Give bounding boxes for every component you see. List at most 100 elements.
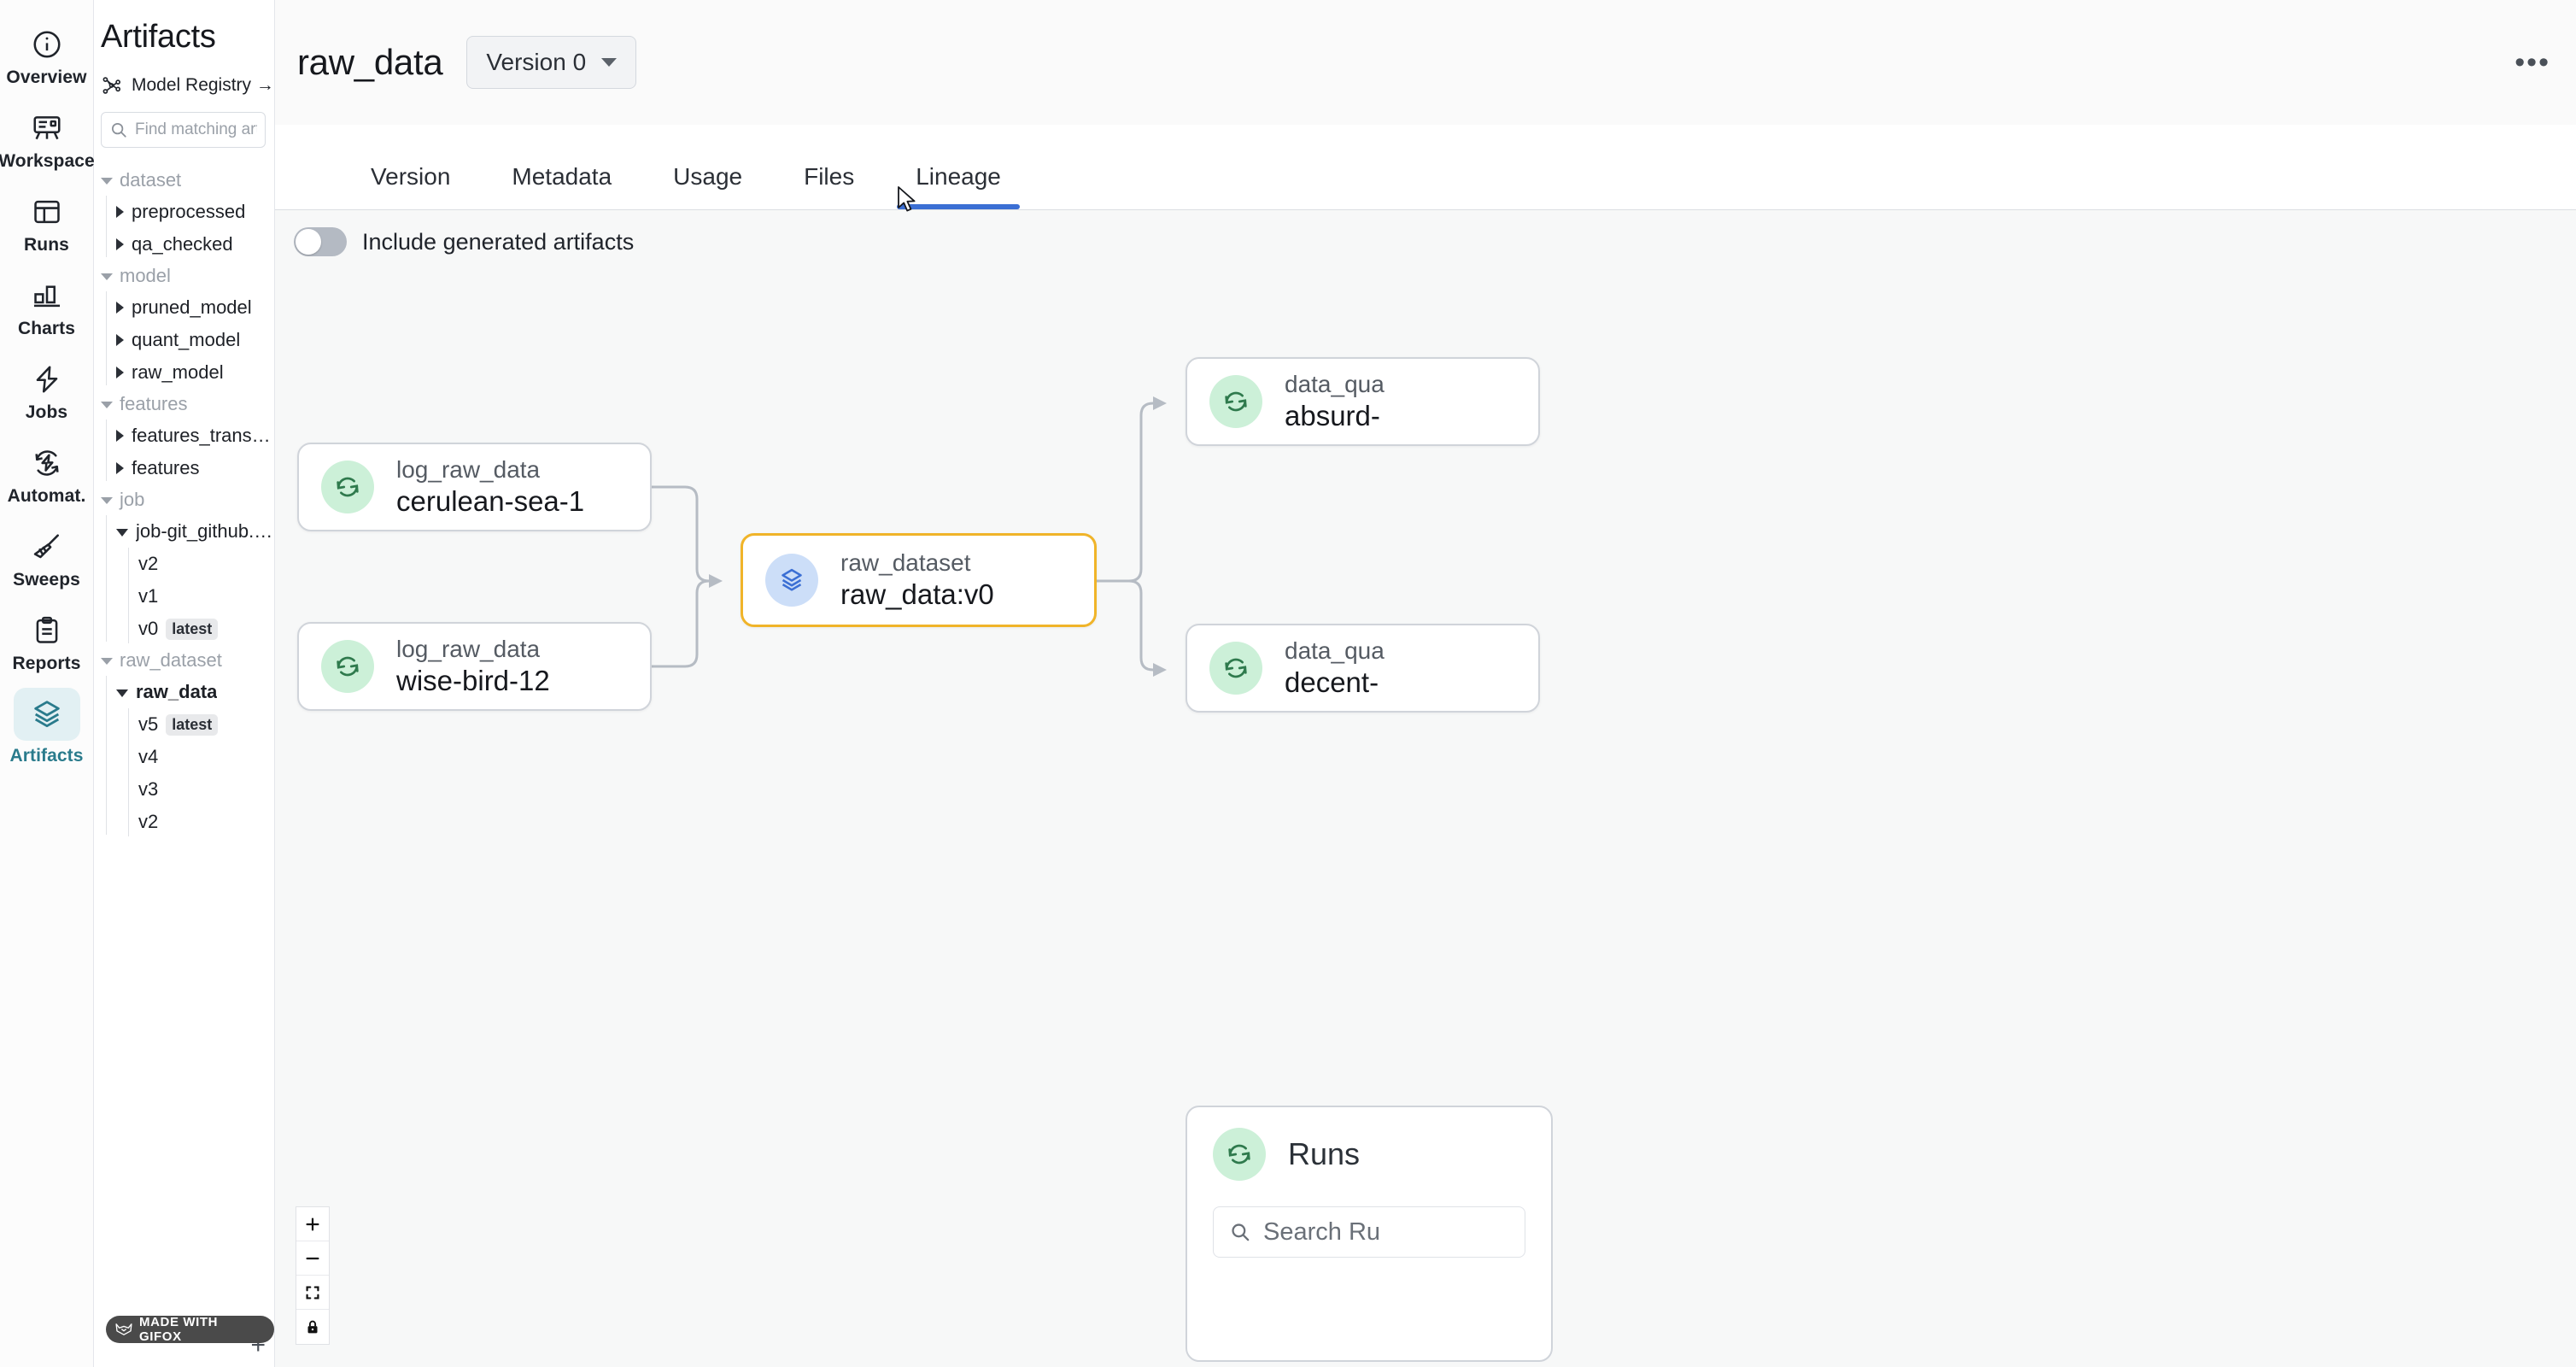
tree-children-dataset: preprocessed qa_checked bbox=[94, 196, 274, 261]
lock-icon[interactable] bbox=[296, 1310, 329, 1344]
sidebar-item-overview[interactable]: Overview bbox=[4, 15, 90, 99]
runs-search-placeholder: Search Ru bbox=[1263, 1217, 1381, 1246]
lineage-node-text: data_qua absurd- bbox=[1285, 371, 1385, 432]
page-title: Artifacts bbox=[101, 19, 216, 55]
tree-group-job[interactable]: job bbox=[94, 484, 274, 515]
lineage-node-decent[interactable]: data_qua decent- bbox=[1186, 624, 1540, 713]
tree-node-raw-data[interactable]: raw_data bbox=[106, 676, 274, 708]
tree-version-item[interactable]: v4 bbox=[128, 741, 274, 773]
tree-version-label: v1 bbox=[138, 585, 159, 607]
tab-version[interactable]: Version bbox=[371, 163, 451, 190]
include-generated-artifacts-toggle[interactable] bbox=[294, 227, 347, 256]
lineage-canvas[interactable]: Include generated artifacts bbox=[275, 210, 2576, 1367]
lineage-node-wise-bird-12[interactable]: log_raw_data wise-bird-12 bbox=[297, 622, 652, 711]
tab-files[interactable]: Files bbox=[804, 163, 855, 190]
sidebar-item-runs[interactable]: Runs bbox=[4, 183, 90, 267]
runs-panel-header: Runs bbox=[1213, 1128, 1525, 1181]
lineage-node-type: log_raw_data bbox=[396, 456, 541, 483]
tree-node-raw-model[interactable]: raw_model bbox=[106, 356, 274, 389]
tree-node-label: preprocessed bbox=[132, 201, 246, 222]
tree-node-pruned-model[interactable]: pruned_model bbox=[106, 291, 274, 324]
tree-version-item[interactable]: v5 latest bbox=[128, 708, 274, 741]
triangle-right-icon bbox=[116, 302, 124, 314]
tree-children-job: job-git_github.com_wa… v2 v1 v0 latest bbox=[94, 515, 274, 645]
model-registry-icon bbox=[101, 74, 123, 97]
tab-metadata[interactable]: Metadata bbox=[512, 163, 612, 190]
artifact-tabs: Version Metadata Usage Files Lineage bbox=[275, 125, 2576, 210]
tree-children-model: pruned_model quant_model raw_model bbox=[94, 291, 274, 389]
tree-node-label: raw_data bbox=[136, 681, 218, 702]
tree-version-label: v2 bbox=[138, 811, 159, 832]
tree-node-features-transformed[interactable]: features_transformed bbox=[106, 419, 274, 452]
tree-node-preprocessed[interactable]: preprocessed bbox=[106, 196, 274, 228]
sidebar-item-jobs[interactable]: Jobs bbox=[4, 350, 90, 434]
zoom-out-icon[interactable] bbox=[296, 1241, 329, 1276]
tree-version-item[interactable]: v0 latest bbox=[128, 613, 274, 645]
triangle-down-icon bbox=[116, 528, 128, 537]
version-selector[interactable]: Version 0 bbox=[466, 36, 637, 89]
sidebar-item-sweeps[interactable]: Sweeps bbox=[4, 518, 90, 601]
tree-group-features[interactable]: features bbox=[94, 389, 274, 419]
triangle-down-icon bbox=[116, 689, 128, 697]
canvas-zoom-controls bbox=[296, 1206, 330, 1345]
tree-group-dataset[interactable]: dataset bbox=[94, 165, 274, 196]
run-refresh-icon bbox=[321, 461, 374, 513]
tree-children-raw-dataset: raw_data v5 latest v4 v3 v2 bbox=[94, 676, 274, 838]
bar-chart-icon bbox=[29, 278, 65, 314]
lineage-node-type: data_qua bbox=[1285, 371, 1385, 397]
run-refresh-icon bbox=[1209, 375, 1262, 428]
sidebar-item-workspace[interactable]: Workspace bbox=[0, 99, 95, 183]
lineage-node-cerulean-sea-1[interactable]: log_raw_data cerulean-sea-1 bbox=[297, 443, 652, 531]
lineage-node-absurd[interactable]: data_qua absurd- bbox=[1186, 357, 1540, 446]
tree-version-item[interactable]: v3 bbox=[128, 773, 274, 806]
sidebar-item-automations[interactable]: Automat. bbox=[4, 434, 90, 518]
tree-group-raw-dataset[interactable]: raw_dataset bbox=[94, 645, 274, 676]
tab-usage[interactable]: Usage bbox=[673, 163, 743, 190]
edge-dataset-to-run4 bbox=[1097, 402, 1154, 583]
tree-node-quant-model[interactable]: quant_model bbox=[106, 324, 274, 356]
status-badge: latest bbox=[166, 618, 219, 640]
zoom-in-icon[interactable] bbox=[296, 1207, 329, 1241]
model-registry-link[interactable]: Model Registry → bbox=[94, 56, 274, 97]
sidebar-label-automations: Automat. bbox=[7, 486, 86, 506]
runs-side-panel[interactable]: Runs Search Ru bbox=[1186, 1106, 1553, 1362]
sidebar-item-reports[interactable]: Reports bbox=[4, 601, 90, 685]
edge-run2-to-dataset bbox=[652, 579, 710, 668]
automation-icon bbox=[29, 445, 65, 481]
search-input[interactable] bbox=[135, 120, 257, 139]
tree-node-label: features bbox=[132, 457, 200, 478]
tree-node-features[interactable]: features bbox=[106, 452, 274, 484]
triangle-right-icon bbox=[116, 462, 124, 474]
sidebar-item-charts[interactable]: Charts bbox=[4, 267, 90, 350]
edge-run1-to-dataset bbox=[652, 485, 710, 583]
chevron-down-icon bbox=[101, 178, 113, 185]
fox-icon bbox=[114, 1323, 133, 1336]
runs-search-box[interactable]: Search Ru bbox=[1213, 1206, 1525, 1258]
tree-version-item[interactable]: v2 bbox=[128, 548, 274, 580]
lineage-edges bbox=[652, 396, 1167, 677]
artifact-search-box[interactable] bbox=[101, 112, 266, 148]
tab-lineage[interactable]: Lineage bbox=[897, 163, 1020, 209]
tree-version-label: v0 bbox=[138, 618, 159, 639]
tree-version-item[interactable]: v2 bbox=[128, 806, 274, 838]
triangle-right-icon bbox=[116, 238, 124, 250]
workspace-icon bbox=[29, 110, 65, 146]
search-icon bbox=[109, 120, 128, 139]
overflow-menu-button[interactable]: ••• bbox=[2515, 46, 2550, 79]
chevron-down-icon bbox=[101, 402, 113, 408]
sidebar-label-runs: Runs bbox=[24, 235, 69, 255]
fit-screen-icon[interactable] bbox=[296, 1276, 329, 1310]
tree-node-job-git[interactable]: job-git_github.com_wa… bbox=[106, 515, 274, 548]
sidebar-item-artifacts[interactable]: Artifacts bbox=[4, 685, 90, 769]
lineage-node-text: log_raw_data wise-bird-12 bbox=[396, 636, 550, 697]
tree-group-model[interactable]: model bbox=[94, 261, 274, 291]
lineage-node-name: raw_data:v0 bbox=[840, 578, 994, 610]
model-registry-label: Model Registry → bbox=[132, 75, 274, 95]
lineage-node-raw-data-v0[interactable]: raw_dataset raw_data:v0 bbox=[741, 533, 1097, 627]
tree-version-item[interactable]: v1 bbox=[128, 580, 274, 613]
tree-node-qa-checked[interactable]: qa_checked bbox=[106, 228, 274, 261]
sidebar-label-workspace: Workspace bbox=[0, 151, 95, 171]
tree-node-label: quant_model bbox=[132, 329, 241, 350]
version-selector-label: Version 0 bbox=[486, 49, 587, 75]
tree-node-label: raw_model bbox=[132, 361, 224, 383]
